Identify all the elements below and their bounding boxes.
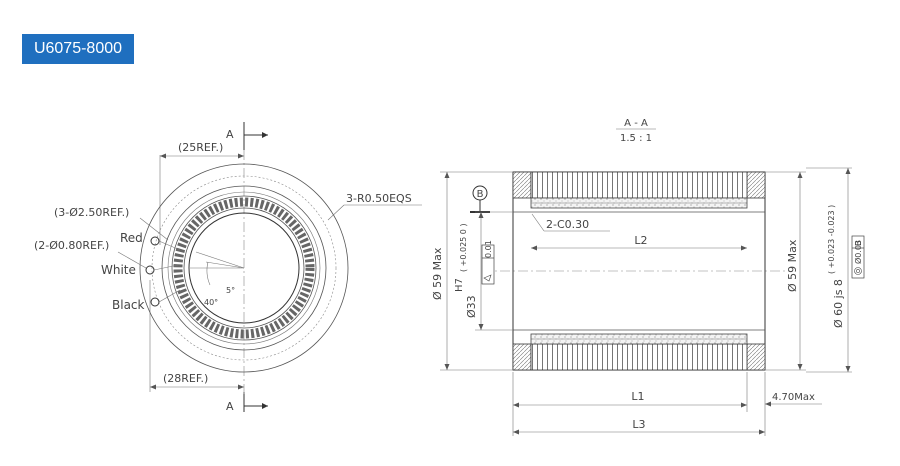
wire-white-label: White [101,263,136,277]
outer-ring [139,163,349,373]
section-title: A - A [624,118,648,129]
dim-outer-right: Ø 59 Max [786,239,799,292]
section-scale: 1.5 : 1 [620,133,652,144]
hole-note-1: (3-Ø2.50REF.) [54,206,129,219]
section-marker-top: A [226,128,234,141]
flatness-icon [483,274,492,282]
concentricity-frame: Ø0.03 B [851,235,865,279]
roller-ring [173,197,315,339]
dim-od: Ø 60 js 8 [832,279,845,328]
radius-note: 3-R0.50EQS [346,192,412,205]
concentricity-datum: B [854,241,863,247]
wire-black-label: Black [112,298,145,312]
flatness-frame: 0.01 [481,240,495,285]
section-view: A - A 1.5 : 1 B 2-C0.30 [431,118,865,436]
hole-note-2: (2-Ø0.80REF.) [34,239,109,252]
dim-l1: L1 [631,390,644,403]
dim-bore-tol-class: H7 [454,278,465,292]
dim-l2: L2 [634,234,647,247]
datum-b-label: B [477,189,484,200]
dim-outer-left: Ø 59 Max [431,247,444,300]
outer-shell-top [530,171,748,199]
chamfer-note: 2-C0.30 [546,218,589,231]
hole-black [150,297,160,307]
dim-bore: Ø33 [465,295,478,318]
section-marker-bottom: A [226,400,234,413]
flatness-value: 0.01 [484,240,493,258]
dim-top-ref: (25REF.) [178,141,223,154]
angle-large-label: 40° [204,298,218,307]
concentricity-value: Ø0.03 [853,240,863,264]
dim-bore-tol-values: ( +0.025 0 ) [459,223,468,272]
dim-od-tol: ( +0.023 -0.023 ) [827,205,836,274]
part-number-badge: U6075-8000 [22,34,134,64]
front-view: A A (25REF.) (28REF.) [34,122,422,413]
concentricity-icon [854,267,862,275]
dim-bottom-ref: (28REF.) [163,372,208,385]
outer-shell-bottom [530,343,748,371]
wire-red-label: Red [120,231,143,245]
dim-l3: L3 [632,418,645,431]
angle-small-label: 5° [226,286,235,295]
hole-white [145,265,155,275]
dim-l1-tolerance: 4.70Max [772,392,815,403]
